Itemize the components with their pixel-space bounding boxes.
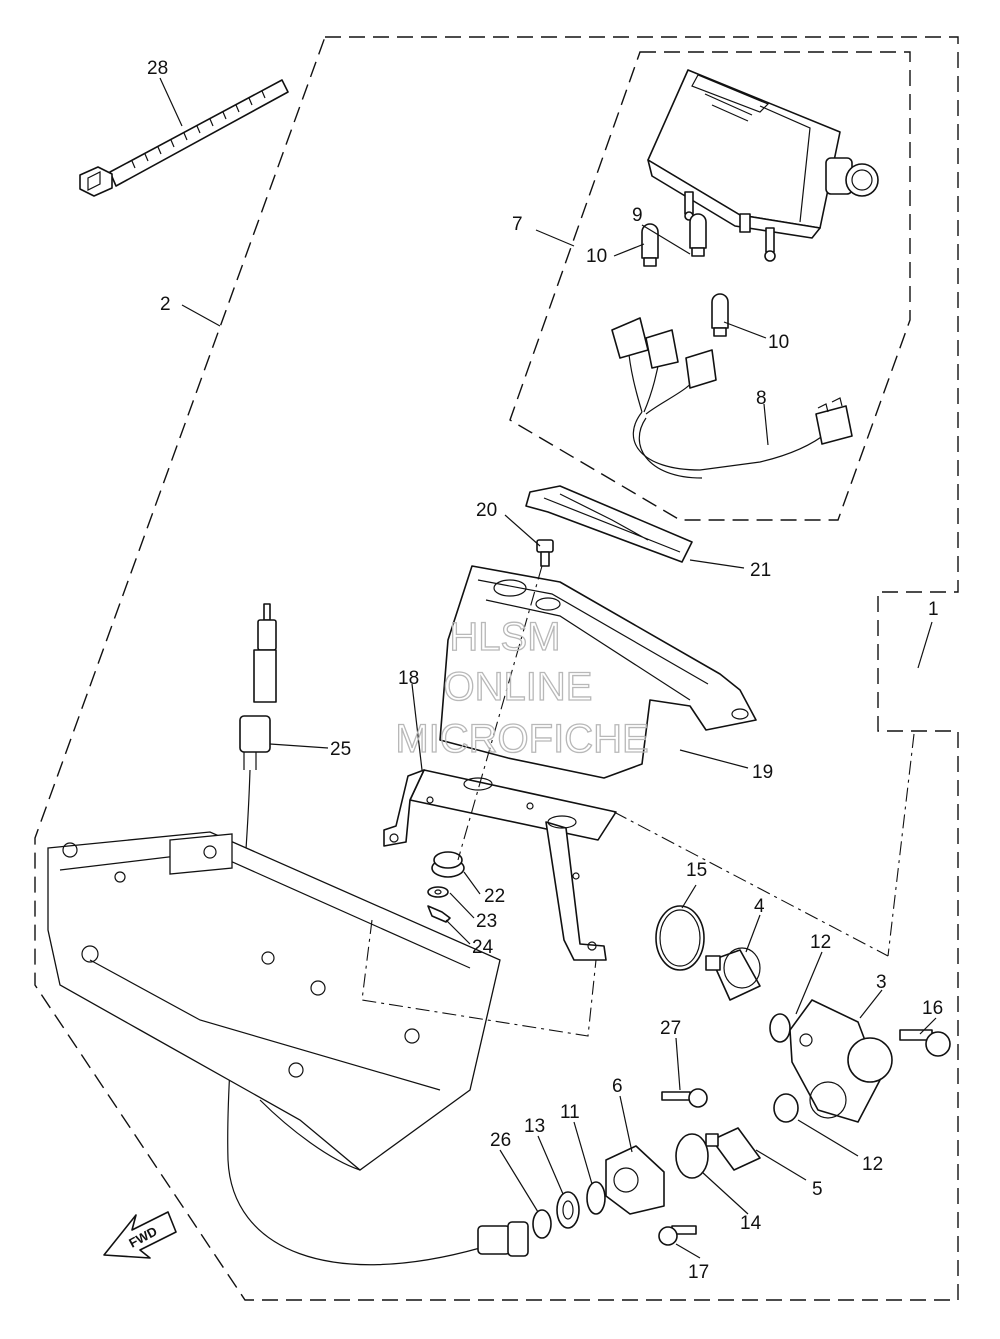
callout-17: 17 [688,1262,709,1283]
bushing-part [769,1013,799,1123]
leader-lines [159,77,937,1259]
callout-26: 26 [490,1130,511,1151]
callout-7: 7 [512,214,523,235]
center-line [361,919,597,1037]
assembly-7-outline [509,51,911,521]
callout-25: 25 [330,739,351,760]
callout-12: 12 [862,1154,883,1175]
seal-ring-part [675,1133,709,1179]
screw-part [536,539,554,567]
washer-part [427,886,449,898]
callout-21: 21 [750,560,771,581]
assembly-2-outline [34,36,959,1301]
svg-text:HLSM: HLSM [449,615,560,659]
center-line [887,733,915,957]
center-line [613,811,889,957]
svg-text:MICROFICHE: MICROFICHE [395,717,648,761]
meter-bracket-part [383,769,617,961]
o-ring-part [655,905,705,971]
callout-18: 18 [398,668,419,689]
callout-4: 4 [754,896,765,917]
callout-22: 22 [484,886,505,907]
speedometer-cable-part [227,603,529,1266]
drive-gear-part [705,947,761,1001]
callout-1: 1 [928,599,939,620]
callout-27: 27 [660,1018,681,1039]
callout-28: 28 [147,58,168,79]
callout-2: 2 [160,294,171,315]
gear-cover-part [605,1145,665,1215]
meter-cover-part [525,485,693,563]
callout-15: 15 [686,860,707,881]
watermark: HLSM ONLINE MICROFICHE [395,614,650,761]
meter-assembly-part [647,69,879,262]
callout-16: 16 [922,998,943,1019]
gear-housing-part [789,999,893,1123]
callout-19: 19 [752,762,773,783]
bolt-part [658,1029,951,1246]
callout-10: 10 [768,332,789,353]
callout-6: 6 [612,1076,623,1097]
callout-20: 20 [476,500,497,521]
center-line [457,565,543,861]
frame-part [47,831,501,1171]
washer-seal-part [532,1181,606,1239]
callout-8: 8 [756,388,767,409]
wire-harness-part [611,317,853,479]
callout-13: 13 [524,1116,545,1137]
callout-11: 11 [560,1102,580,1123]
callout-12: 12 [810,932,831,953]
callout-23: 23 [476,911,497,932]
forward-direction-arrow: FWD [103,1211,177,1259]
callout-numbers: 28 2 7 9 10 10 8 20 21 1 25 18 19 15 4 1… [147,58,943,1283]
callout-9: 9 [632,205,643,226]
cable-tie-part [79,79,289,197]
driven-gear-part [705,1127,761,1171]
clip-part [427,905,451,923]
callout-14: 14 [740,1213,762,1234]
callout-24: 24 [472,937,494,958]
callout-5: 5 [812,1179,823,1200]
callout-10: 10 [586,246,607,267]
meter-housing-part [439,565,757,779]
callout-3: 3 [876,972,887,993]
grommet-part [431,851,465,878]
svg-text:ONLINE: ONLINE [444,665,593,709]
